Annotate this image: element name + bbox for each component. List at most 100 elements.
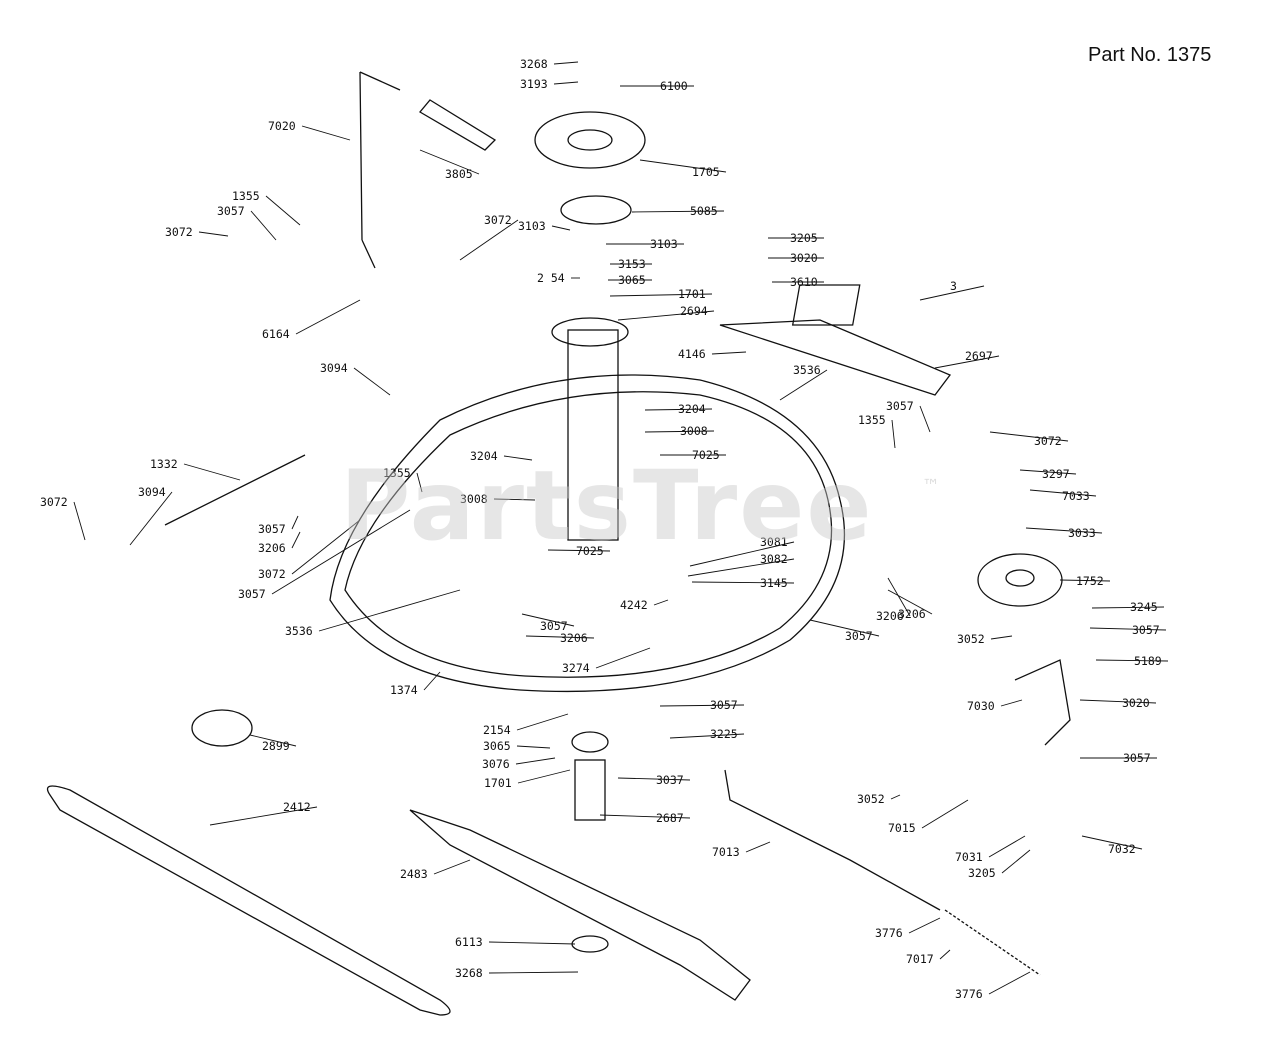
callout-leader-3094 [129,491,173,546]
part-label-2697: 2697 [965,349,993,363]
callout-leader-5189 [1095,659,1169,662]
callout-leader-6113 [488,941,576,945]
part-label-3805: 3805 [445,167,473,181]
part-label-3008: 3008 [680,424,708,438]
part-label-3072: 3072 [40,495,68,509]
callout-leader-3225 [669,733,745,739]
part-label-6164: 6164 [262,327,290,341]
part-label-3057: 3057 [238,587,266,601]
callout-leader-1355 [891,419,896,449]
part-label-2154: 2154 [483,723,511,737]
part-label-7013: 7013 [712,845,740,859]
callout-leader-2899 [249,734,297,747]
part-label-3037: 3037 [656,773,684,787]
callout-leader-3103 [551,225,571,231]
callout-leader-3206 [291,531,301,549]
part-label-3082: 3082 [760,552,788,566]
callout-leader-3536 [318,589,461,632]
part-label-3206: 3206 [560,631,588,645]
watermark-trademark: ™ [922,476,940,497]
part-label-2687: 2687 [656,811,684,825]
part-label-3206: 3206 [898,607,926,621]
part-label-6113: 6113 [455,935,483,949]
part-label-7020: 7020 [268,119,296,133]
callout-leader-3204 [503,455,533,461]
callout-leader-3057 [271,509,411,595]
callout-leader-3297 [1019,469,1077,475]
bearing-1701-lower [571,731,609,753]
callout-leader-3081 [689,541,795,567]
callout-leader-7015 [921,799,969,829]
callout-leader-1355 [265,195,301,226]
part-label-1355: 1355 [383,466,411,480]
part-label-3245: 3245 [1130,600,1158,614]
callout-leader-3057 [659,704,745,707]
part-label-3094: 3094 [320,361,348,375]
plate-3 [791,284,861,326]
part-label-3205: 3205 [790,231,818,245]
part-label-3094: 3094 [138,485,166,499]
gasket-2899 [191,709,253,747]
part-label-1701: 1701 [678,287,706,301]
part-number-heading: Part No. 1375 [1088,44,1212,66]
part-label-3052: 3052 [957,632,985,646]
callout-leader-4242 [653,599,669,606]
callout-leader-1355 [416,472,423,493]
callout-leader-7017 [939,949,951,960]
part-label-1701: 1701 [484,776,512,790]
callout-leader-2687 [599,814,691,819]
part-label-3103: 3103 [518,219,546,233]
part-label-3065: 3065 [618,273,646,287]
part-label-3205: 3205 [968,866,996,880]
part-label-4242: 4242 [620,598,648,612]
callout-leader-1752 [1059,579,1111,582]
callout-leader-1705 [639,159,727,173]
callout-leader-2483 [433,859,471,875]
callout-leader-3057 [1089,627,1167,631]
callout-leader-6164 [295,299,361,335]
callout-leader-3145 [691,581,795,584]
watermark-logo: PartsTree [340,450,874,562]
callout-leader-3072 [198,231,229,237]
callout-leader-3805 [419,149,480,175]
part-label-3072: 3072 [484,213,512,227]
callout-leader-2412 [209,806,318,826]
part-label-5189: 5189 [1134,654,1162,668]
callout-leader-3274 [595,647,651,669]
part-label-2412: 2412 [283,800,311,814]
callout-leader-3193 [553,81,579,85]
part-label-3057: 3057 [217,204,245,218]
part-label-3020: 3020 [790,251,818,265]
callout-leader-3776 [908,917,941,934]
part-label-3020: 3020 [1122,696,1150,710]
callout-leader-3536 [779,369,828,401]
part-label-2483: 2483 [400,867,428,881]
callout-leader-3082 [687,558,795,577]
washer-6113 [571,935,609,953]
callout-leader-4146 [711,351,747,355]
callout-leader-2154 [516,713,569,731]
part-label-3193: 3193 [520,77,548,91]
spindle-housing [567,329,619,541]
callout-leader-7013 [745,841,771,853]
part-label-3072: 3072 [1034,434,1062,448]
part-label-3081: 3081 [760,535,788,549]
part-label-3057: 3057 [845,629,873,643]
part-label-3225: 3225 [710,727,738,741]
callout-leader-3072 [73,501,86,541]
part-label-3: 3 [950,279,957,293]
part-label-4146: 4146 [678,347,706,361]
idler-pulley-1752 [977,553,1063,607]
callout-leader-1374 [423,671,441,691]
part-label-3206: 3206 [876,609,904,623]
callout-leader-3094 [353,367,391,396]
part-label-3103: 3103 [650,237,678,251]
callout-leader-1332 [183,463,241,481]
bearing-housing-2694 [551,317,629,347]
callout-leader-7030 [1000,699,1023,707]
part-label-3057: 3057 [886,399,914,413]
part-label-7032: 7032 [1108,842,1136,856]
part-label-7030: 7030 [967,699,995,713]
linkage-7013 [724,769,941,911]
part-label-3610: 3610 [790,275,818,289]
